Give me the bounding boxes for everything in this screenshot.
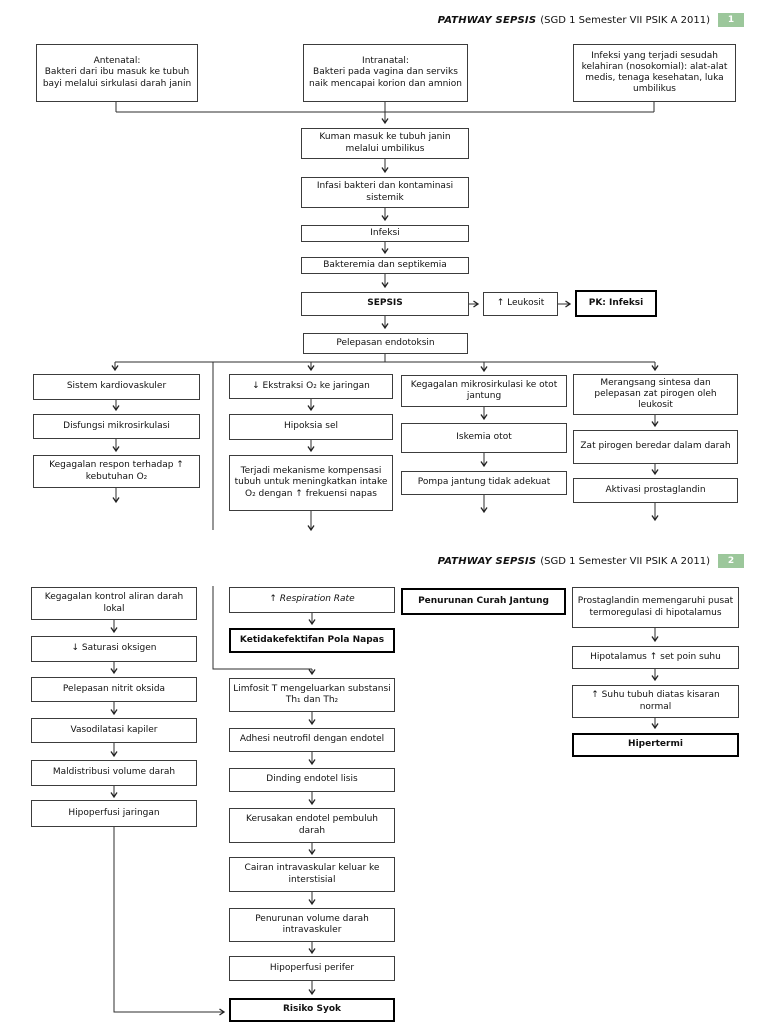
page1-header: PATHWAY SEPSIS (SGD 1 Semester VII PSIK … — [184, 12, 744, 28]
node-bakteremia: Bakteremia dan septikemia — [301, 257, 469, 274]
node-pompa-jantung: Pompa jantung tidak adekuat — [401, 471, 567, 495]
node-suhu-tubuh: ↑ Suhu tubuh diatas kisaran normal — [572, 685, 739, 718]
node-nitrit-oksida: Pelepasan nitrit oksida — [31, 677, 197, 702]
node-dinding-endotel: Dinding endotel lisis — [229, 768, 395, 792]
node-mekanisme-kompensasi: Terjadi mekanisme kompensasi tubuh untuk… — [229, 455, 393, 511]
node-hipoksia-sel: Hipoksia sel — [229, 414, 393, 440]
node-pelepasan-endotoksin: Pelepasan endotoksin — [303, 333, 468, 354]
node-hipoperfusi-jaringan: Hipoperfusi jaringan — [31, 800, 197, 827]
document-title: PATHWAY SEPSIS — [437, 14, 537, 26]
page-number-badge-1: 1 — [718, 13, 744, 27]
node-sepsis: SEPSIS — [301, 292, 469, 316]
page2-header: PATHWAY SEPSIS (SGD 1 Semester VII PSIK … — [184, 553, 744, 569]
node-infasi: Infasi bakteri dan kontaminasi sistemik — [301, 177, 469, 208]
node-hipoperfusi-perifer: Hipoperfusi perifer — [229, 956, 395, 981]
node-penurunan-volume: Penurunan volume darah intravaskuler — [229, 908, 395, 942]
node-intranatal: Intranatal: Bakteri pada vagina dan serv… — [303, 44, 468, 102]
node-risiko-syok: Risiko Syok — [229, 998, 395, 1022]
node-iskemia-otot: Iskemia otot — [401, 423, 567, 453]
node-disfungsi-mikrosirkulasi: Disfungsi mikrosirkulasi — [33, 414, 200, 439]
node-antenatal: Antenatal: Bakteri dari ibu masuk ke tub… — [36, 44, 198, 102]
node-pk-infeksi: PK: Infeksi — [575, 290, 657, 317]
node-kuman: Kuman masuk ke tubuh janin melalui umbil… — [301, 128, 469, 159]
node-adhesi-neutrofil: Adhesi neutrofil dengan endotel — [229, 728, 395, 752]
node-prostaglandin-termoregulasi: Prostaglandin memengaruhi pusat termoreg… — [572, 587, 739, 628]
node-kerusakan-endotel: Kerusakan endotel pembuluh darah — [229, 808, 395, 843]
node-infeksi: Infeksi — [301, 225, 469, 242]
node-ketidakefektifan-pola-napas: Ketidakefektifan Pola Napas — [229, 628, 395, 653]
document-subtitle: (SGD 1 Semester VII PSIK A 2011) — [540, 555, 710, 567]
node-respiration-rate: ↑ Respiration Rate — [229, 587, 395, 613]
node-kegagalan-respon: Kegagalan respon terhadap ↑ kebutuhan O₂ — [33, 455, 200, 488]
node-merangsang-sintesa: Merangsang sintesa dan pelepasan zat pir… — [573, 374, 738, 415]
node-maldistribusi-volume: Maldistribusi volume darah — [31, 760, 197, 786]
document-subtitle: (SGD 1 Semester VII PSIK A 2011) — [540, 14, 710, 26]
node-postnatal: Infeksi yang terjadi sesudah kelahiran (… — [573, 44, 736, 102]
document-title: PATHWAY SEPSIS — [437, 555, 537, 567]
node-cairan-intravaskular: Cairan intravaskular keluar ke interstis… — [229, 857, 395, 892]
node-leukosit: ↑ Leukosit — [483, 292, 558, 316]
node-vasodilatasi-kapiler: Vasodilatasi kapiler — [31, 718, 197, 743]
node-kegagalan-mikrosirkulasi: Kegagalan mikrosirkulasi ke otot jantung — [401, 375, 567, 407]
node-limfosit-t: Limfosit T mengeluarkan substansi Th₁ da… — [229, 678, 395, 712]
node-sistem-kardiovaskuler: Sistem kardiovaskuler — [33, 374, 200, 400]
node-ekstraksi-o2: ↓ Ekstraksi O₂ ke jaringan — [229, 374, 393, 399]
node-hipertermi: Hipertermi — [572, 733, 739, 757]
node-hipotalamus-set-poin: Hipotalamus ↑ set poin suhu — [572, 646, 739, 669]
node-saturasi-oksigen: ↓ Saturasi oksigen — [31, 636, 197, 662]
node-kegagalan-kontrol: Kegagalan kontrol aliran darah lokal — [31, 587, 197, 620]
page-number-badge-2: 2 — [718, 554, 744, 568]
node-zat-pirogen: Zat pirogen beredar dalam darah — [573, 430, 738, 464]
node-aktivasi-prostaglandin: Aktivasi prostaglandin — [573, 478, 738, 503]
node-penurunan-curah-jantung: Penurunan Curah Jantung — [401, 588, 566, 615]
